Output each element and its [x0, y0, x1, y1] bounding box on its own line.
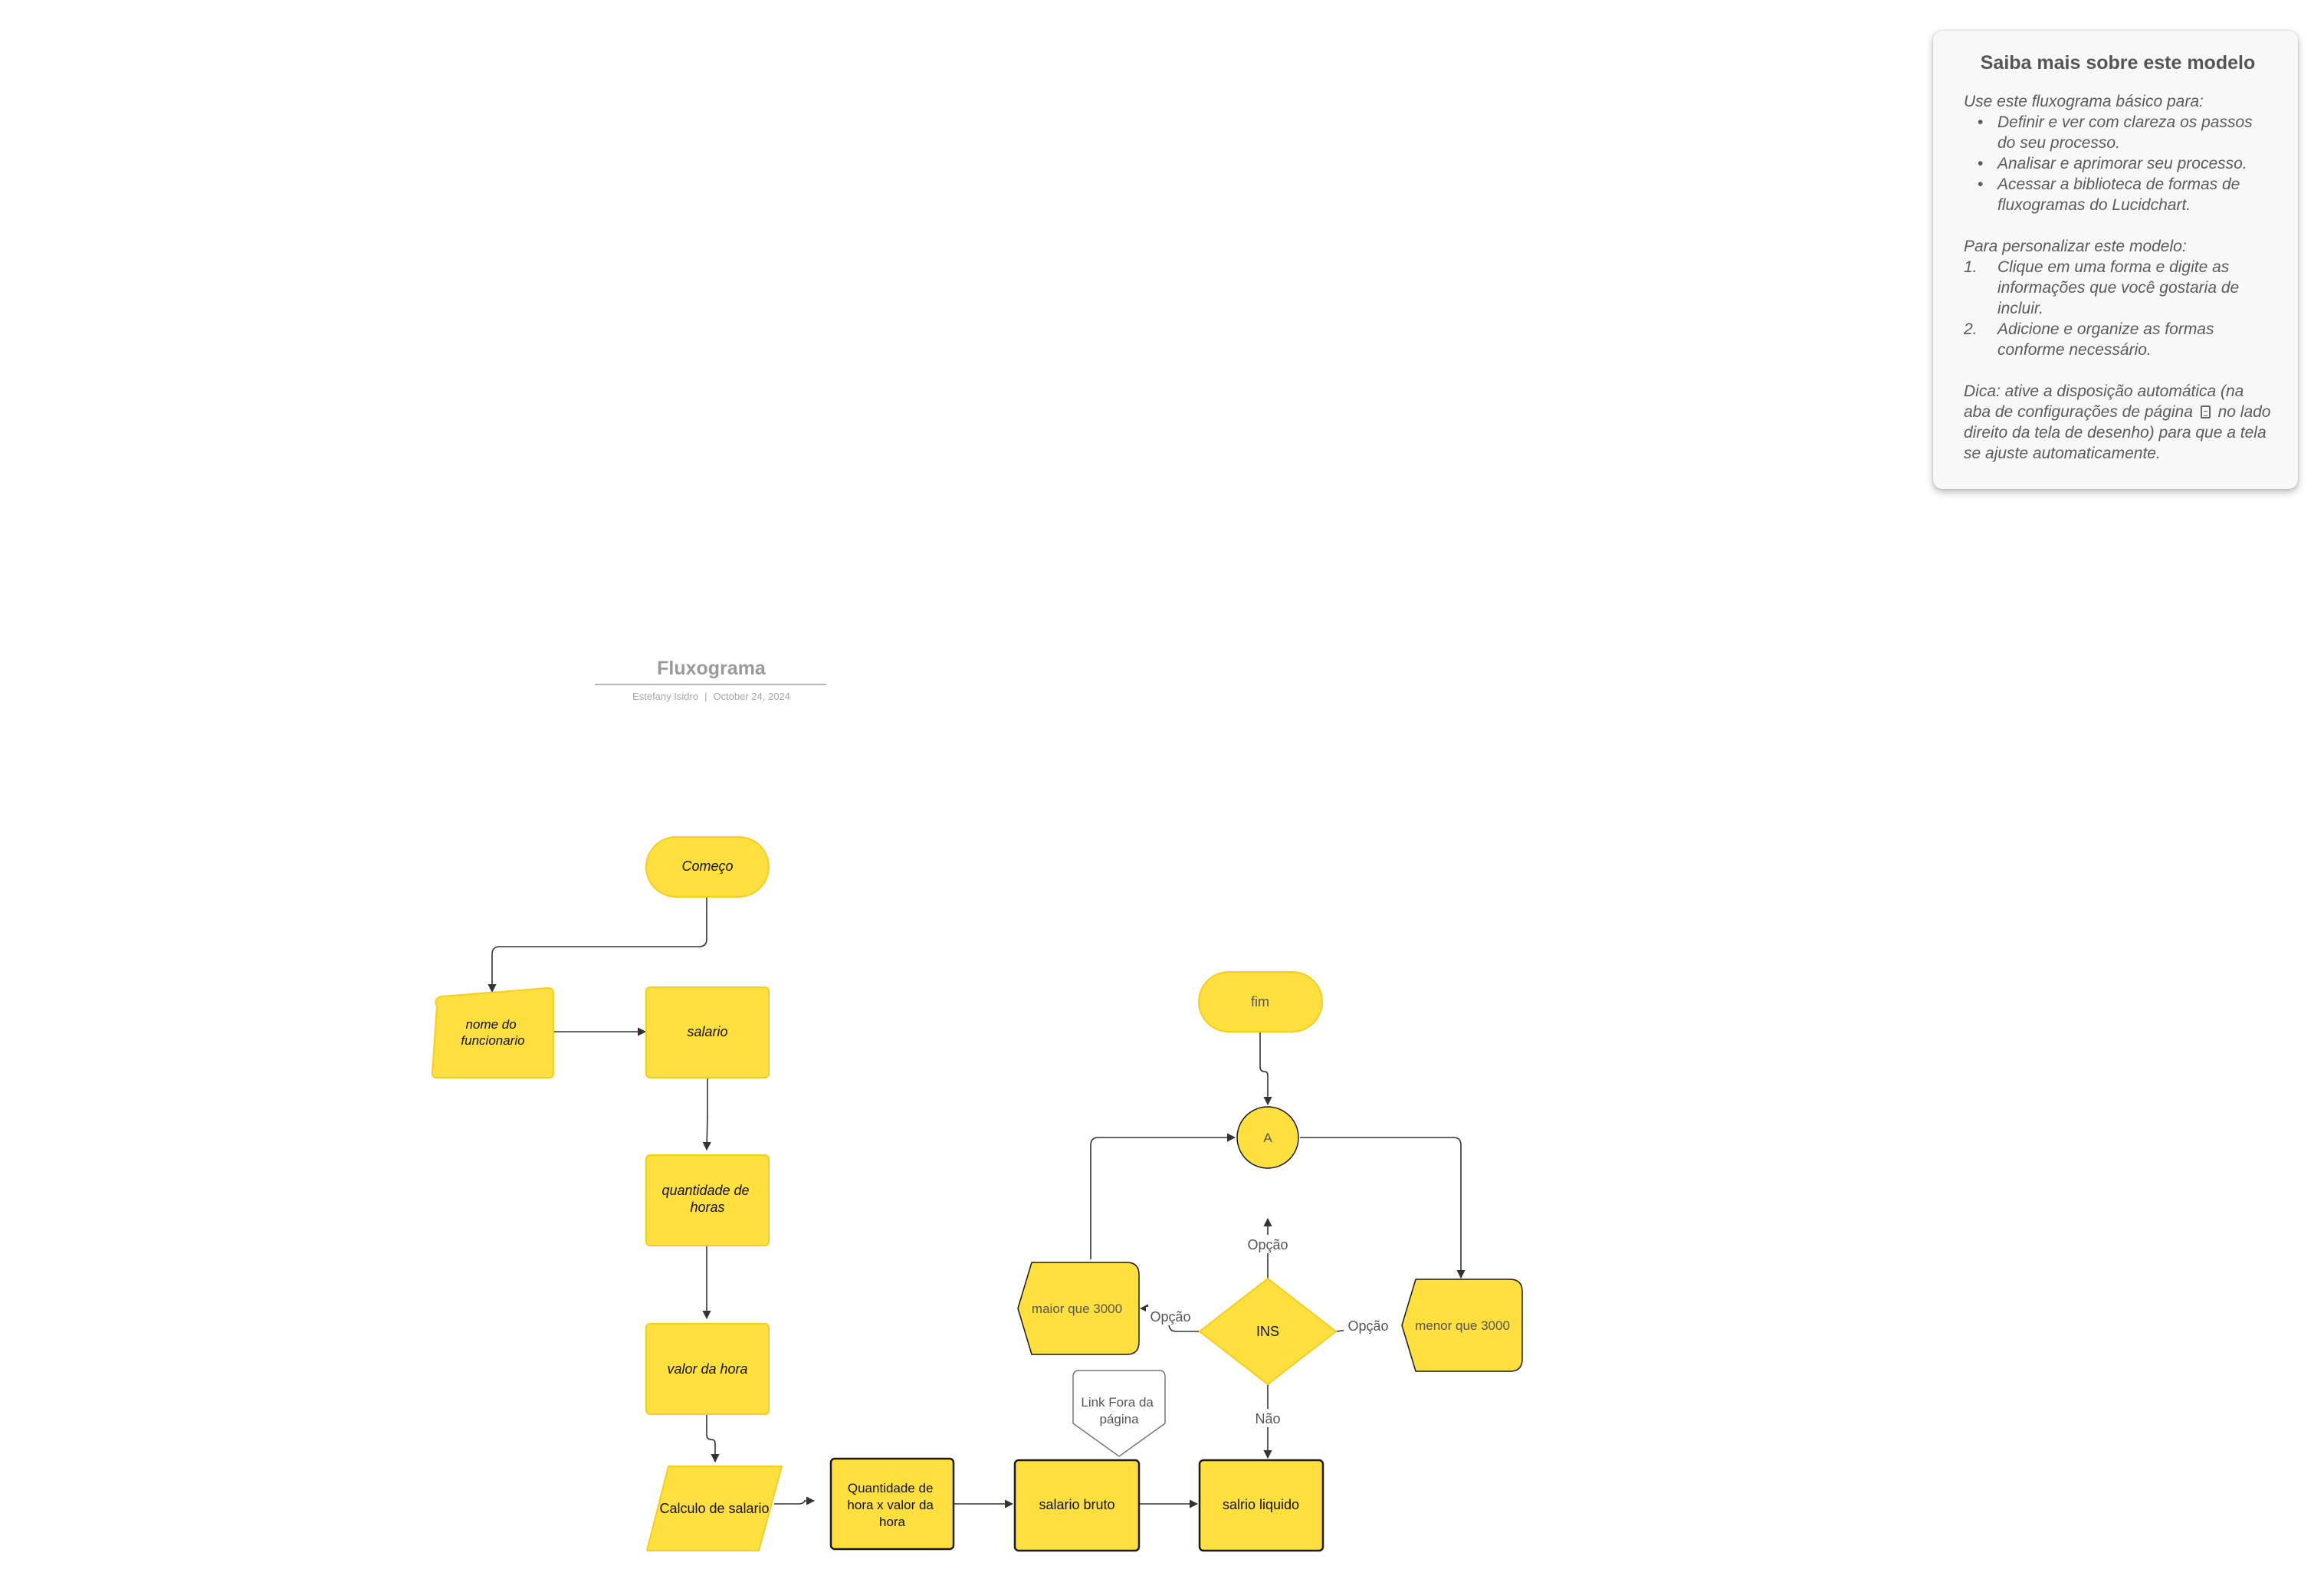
connector-fim-a[interactable] [1259, 1032, 1272, 1106]
node-comeco-label: Começo [681, 858, 733, 874]
info-tip: Dica: ative a disposição automática (na … [1964, 381, 2272, 464]
connector-a-menor[interactable] [1300, 1137, 1466, 1279]
diagram-header: Fluxograma Estefany Isidro | October 24, 2… [595, 658, 826, 702]
node-quantidade-label: quantidade de horas [661, 1183, 753, 1215]
info-bullet: Definir e ver com clareza os passos do s… [1964, 112, 2272, 153]
node-salario-bruto[interactable]: salario bruto [1013, 1459, 1141, 1552]
node-ins-decision[interactable]: INS [1199, 1278, 1337, 1385]
info-panel-body: Use este fluxograma básico para: Definir… [1964, 91, 2272, 464]
node-maior-3000[interactable]: maior que 3000 [1017, 1262, 1140, 1355]
node-menor-3000[interactable]: menor que 3000 [1401, 1279, 1523, 1372]
edge-label-opcao-top: Opção [1247, 1237, 1288, 1252]
node-qtd-x-valor[interactable]: Quantidade de hora x valor da hora [829, 1457, 955, 1551]
diagram-title: Fluxograma [657, 658, 766, 679]
info-tip-text-end: no lado direito da tela de desenho) para… [1964, 403, 2271, 462]
info-step: 1. Clique em uma forma e digite as inform… [1964, 257, 2272, 319]
node-valor-hora[interactable]: valor da hora [645, 1323, 770, 1415]
node-conector-a[interactable]: A [1236, 1106, 1299, 1169]
node-conector-a-label: A [1263, 1131, 1272, 1145]
node-salario-liquido-label: salrio liquido [1223, 1497, 1299, 1512]
info-step-number: 2. [1964, 320, 1978, 338]
node-link-fora-label: Link Fora da página [1081, 1395, 1157, 1426]
node-ins-label: INS [1256, 1324, 1279, 1339]
diagram-author: Estefany Isidro [632, 691, 698, 702]
node-salario-bruto-label: salario bruto [1039, 1497, 1114, 1512]
connector-comeco-nome[interactable] [487, 896, 707, 993]
info-steps-list: 1. Clique em uma forma e digite as inform… [1964, 257, 2272, 360]
connectors [487, 896, 1466, 1508]
info-bullet-list: Definir e ver com clareza os passos do s… [1964, 112, 2272, 215]
node-calculo-label: Calculo de salario [659, 1501, 769, 1516]
diagram-date: October 24, 2024 [713, 691, 789, 702]
info-intro: Use este fluxograma básico para: [1964, 93, 2204, 110]
node-quantidade-horas[interactable]: quantidade de horas [645, 1154, 770, 1246]
node-comeco[interactable]: Começo [645, 836, 770, 898]
node-fim[interactable]: fim [1198, 971, 1323, 1032]
node-menor-label: menor que 3000 [1415, 1318, 1510, 1333]
connector-calculo-qtdxvalor[interactable] [774, 1496, 816, 1505]
node-nome-funcionario[interactable]: nome do funcionario [431, 986, 554, 1078]
connector-valor-calculo[interactable] [706, 1413, 720, 1463]
info-step-number: 1. [1964, 258, 1978, 276]
node-qtd-x-valor-label: Quantidade de hora x valor da hora [847, 1481, 937, 1529]
info-step-text: Clique em uma forma e digite as informaç… [1997, 258, 2240, 317]
diagram-byline: Estefany Isidro | October 24, 2024 [632, 691, 790, 702]
node-nome-label: nome do funcionario [461, 1017, 524, 1048]
info-step-text: Adicione e organize as formas conforme n… [1997, 320, 2214, 359]
node-calculo-salario[interactable]: Calculo de salario [646, 1466, 783, 1551]
info-step: 2. Adicione e organize as formas conforme… [1964, 319, 2272, 360]
connector-maior-a[interactable] [1090, 1133, 1236, 1259]
edge-labels: Opção Opção Opção Não [1146, 1235, 1393, 1427]
byline-separator: | [704, 691, 707, 702]
node-fim-label: fim [1251, 994, 1269, 1009]
edge-label-nao: Não [1255, 1411, 1280, 1426]
info-tip-text-start: Dica: ative a disposição automática (na … [1964, 382, 2244, 421]
info-panel[interactable]: Saiba mais sobre este modelo Use este fl… [1933, 31, 2298, 489]
node-salario[interactable]: salario [645, 986, 770, 1078]
node-salario-label: salario [687, 1024, 727, 1039]
info-customize-intro: Para personalizar este modelo: [1964, 238, 2187, 255]
node-salario-liquido[interactable]: salrio liquido [1198, 1459, 1324, 1552]
node-link-fora-pagina[interactable]: Link Fora da página [1072, 1370, 1166, 1457]
info-bullet: Acessar a biblioteca de formas de fluxog… [1964, 174, 2272, 215]
edge-label-opcao-left: Opção [1150, 1309, 1190, 1325]
info-bullet: Analisar e aprimorar seu processo. [1964, 153, 2272, 174]
node-valor-hora-label: valor da hora [667, 1361, 747, 1377]
page-settings-icon [2200, 405, 2211, 419]
edge-label-opcao-right: Opção [1347, 1318, 1388, 1334]
node-maior-label: maior que 3000 [1032, 1302, 1122, 1316]
info-panel-title: Saiba mais sobre este modelo [1980, 52, 2256, 74]
